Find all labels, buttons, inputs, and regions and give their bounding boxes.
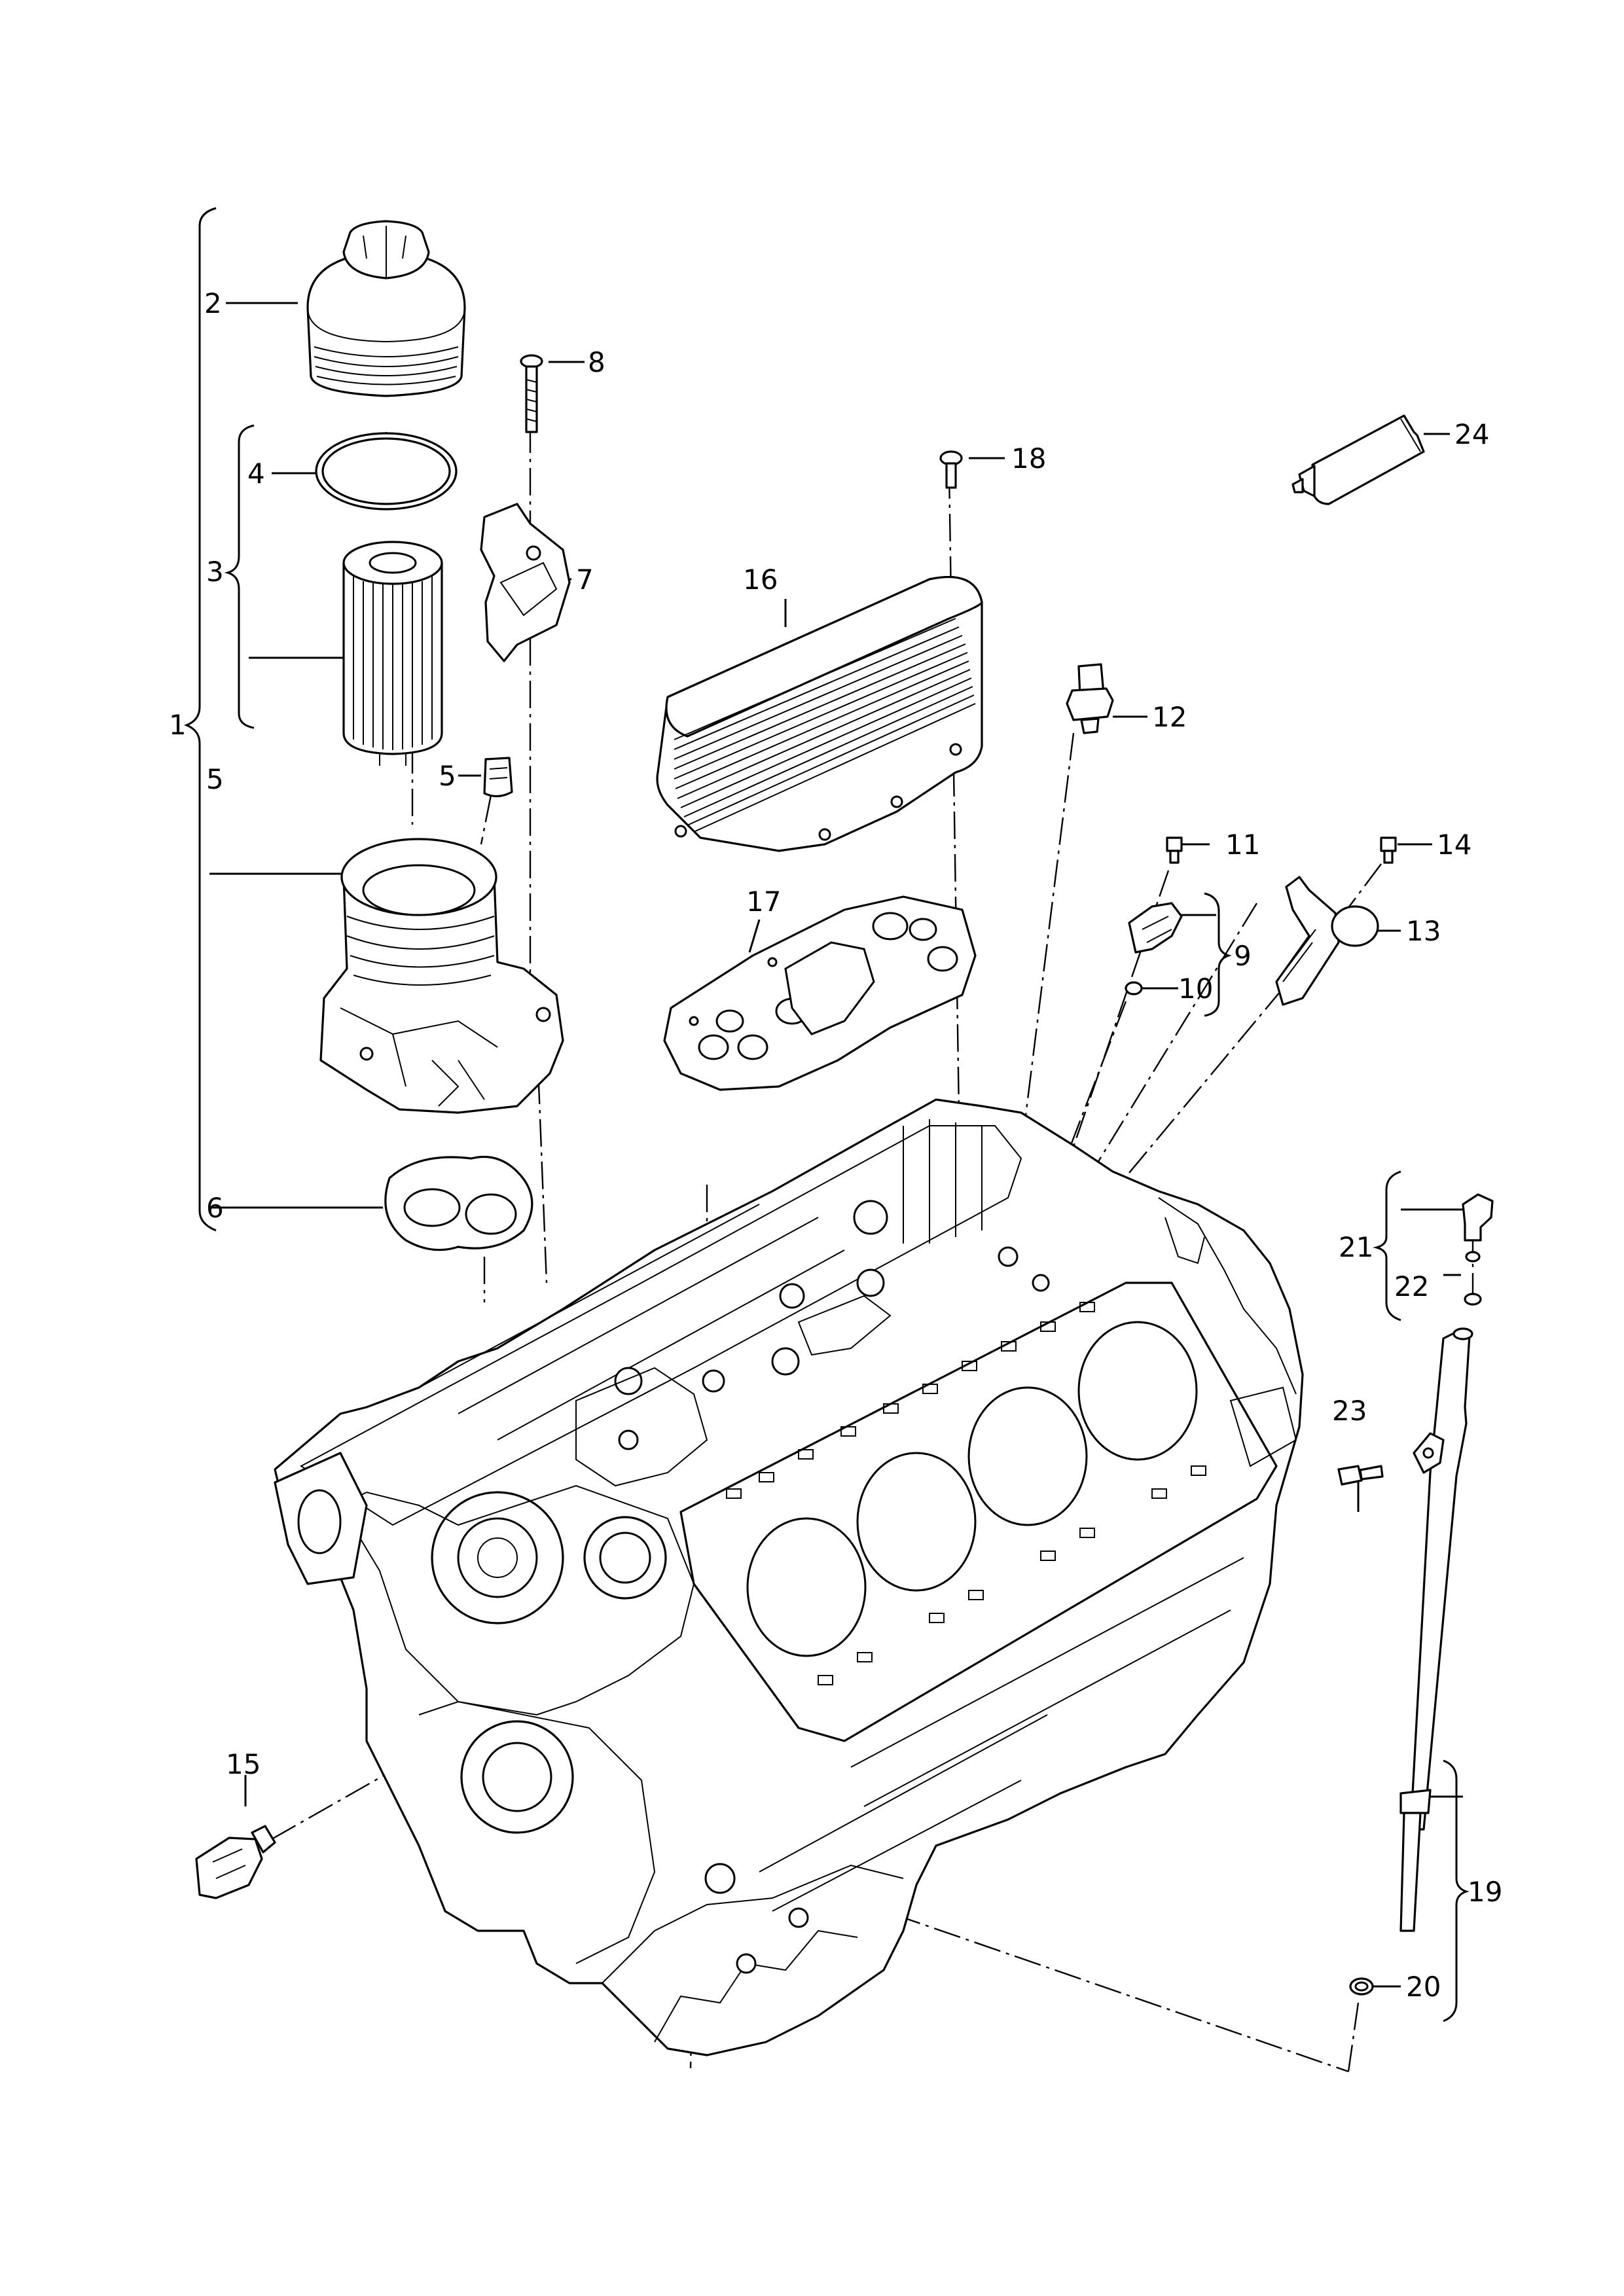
bolt-18 (939, 450, 963, 489)
temperature-sensor-15 (195, 1825, 276, 1899)
bracket-group-1 (183, 207, 217, 1232)
dipstick-tube-19 (1399, 1327, 1473, 1932)
bolt-11 (1166, 836, 1183, 864)
heat-shield-bracket (480, 503, 571, 662)
bracket-group-21 (1373, 1170, 1401, 1321)
bolt-23 (1337, 1465, 1384, 1486)
callout-10: 10 (1178, 973, 1213, 1005)
callout-19: 19 (1468, 1876, 1502, 1908)
callout-7: 7 (576, 564, 594, 596)
bolt-14 (1380, 836, 1397, 864)
callout-17: 17 (746, 886, 781, 918)
callout-15: 15 (226, 1748, 261, 1780)
callout-2: 2 (204, 287, 222, 319)
o-ring (315, 432, 458, 511)
bracket-group-9 (1204, 892, 1232, 1017)
callout-5-group: 5 (206, 763, 224, 795)
bracket-group-19 (1443, 1759, 1470, 2022)
speed-sensor-9 (1128, 902, 1183, 954)
callout-5-valve: 5 (439, 760, 456, 792)
oil-pressure-sensor-12 (1066, 663, 1114, 734)
engine-block (274, 1098, 1304, 2056)
oil-filter-housing (319, 838, 564, 1114)
callout-18: 18 (1011, 442, 1046, 475)
callout-13: 13 (1406, 915, 1441, 947)
bracket-group-3 (224, 424, 255, 729)
callout-21: 21 (1339, 1231, 1373, 1263)
callout-23: 23 (1332, 1395, 1367, 1427)
callout-16: 16 (743, 564, 778, 596)
callout-9: 9 (1234, 940, 1252, 972)
sealant-tube-24 (1291, 414, 1425, 505)
callout-8: 8 (588, 346, 605, 378)
oil-cooler-gasket (663, 895, 977, 1091)
check-valve (483, 757, 513, 798)
callout-1: 1 (169, 709, 187, 741)
seal-22 (1464, 1251, 1482, 1306)
oil-level-sensor-13 (1275, 876, 1379, 1006)
callout-4: 4 (247, 457, 265, 490)
oil-filter-element (342, 541, 443, 766)
callout-24: 24 (1454, 418, 1489, 450)
callout-20: 20 (1406, 1971, 1441, 2003)
callout-14: 14 (1437, 829, 1471, 861)
o-ring-20 (1349, 1977, 1374, 1996)
oil-filter-cap (306, 220, 466, 397)
seal-ring-10 (1125, 981, 1143, 996)
dipstick-cap-21 (1462, 1193, 1494, 1242)
oil-cooler (656, 576, 983, 852)
bolt-8 (520, 354, 543, 433)
callout-11: 11 (1225, 829, 1260, 861)
callout-6: 6 (206, 1192, 224, 1224)
callout-3: 3 (206, 556, 224, 588)
callout-22: 22 (1394, 1270, 1429, 1302)
callout-labels: 1 2 3 4 5 5 6 7 8 9 10 11 12 13 14 15 16… (169, 287, 1502, 2003)
callout-12: 12 (1152, 701, 1187, 733)
housing-gasket (384, 1155, 533, 1251)
